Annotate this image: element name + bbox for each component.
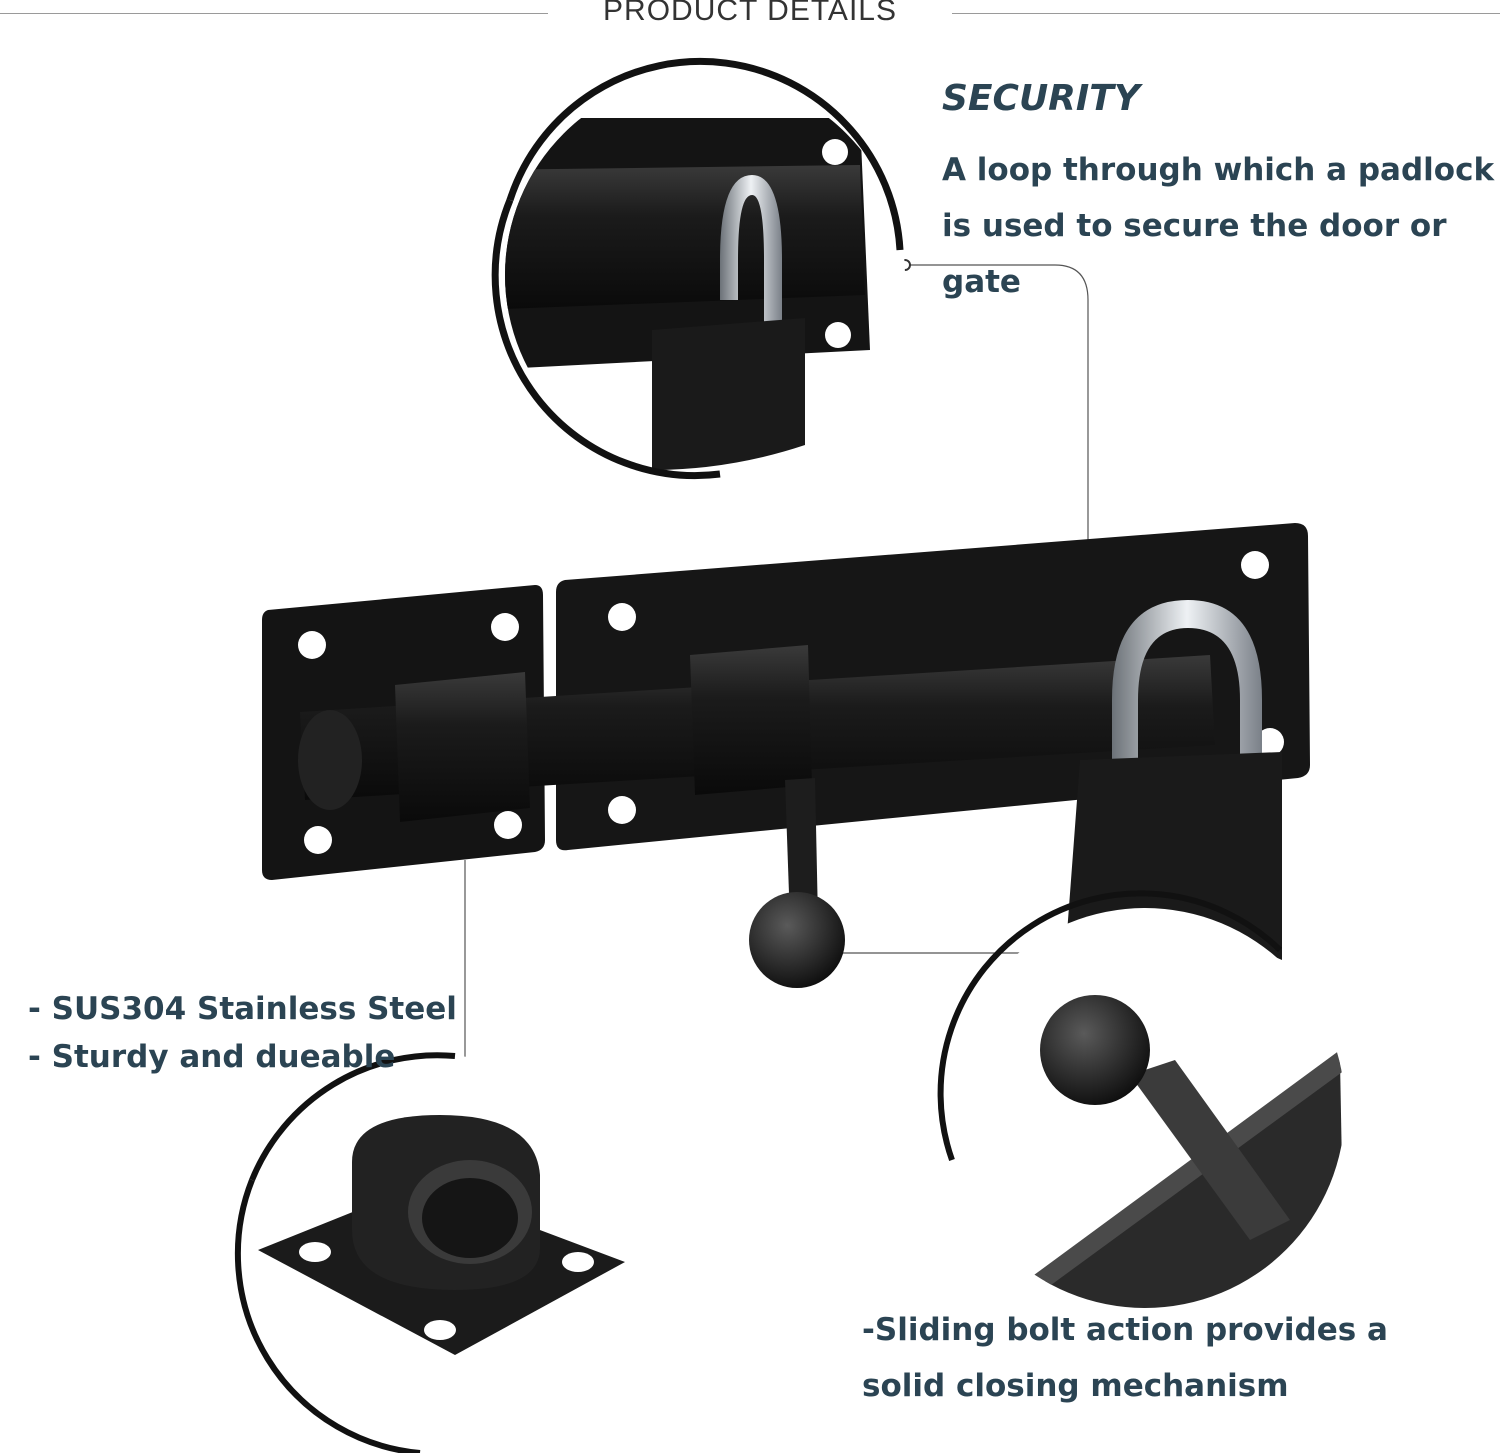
section-title: PRODUCT DETAILS [603, 0, 897, 27]
knob-icon [937, 890, 1345, 1308]
bolt-latch-icon [262, 523, 1310, 988]
material-line: - SUS304 Stainless Steel [28, 991, 457, 1027]
padlock-icon [491, 57, 905, 480]
security-title: SECURITY [942, 78, 1140, 119]
material-line: - Sturdy and dueable [28, 1039, 396, 1075]
header-rule-left [0, 13, 548, 14]
mechanism-description: -Sliding bolt action provides a solid cl… [862, 1312, 1388, 1404]
keeper-icon [234, 1052, 640, 1453]
security-description: A loop through which a padlock is used t… [942, 152, 1495, 300]
header-rule-right [952, 13, 1500, 14]
material-list: - SUS304 Stainless Steel - Sturdy and du… [28, 985, 457, 1081]
